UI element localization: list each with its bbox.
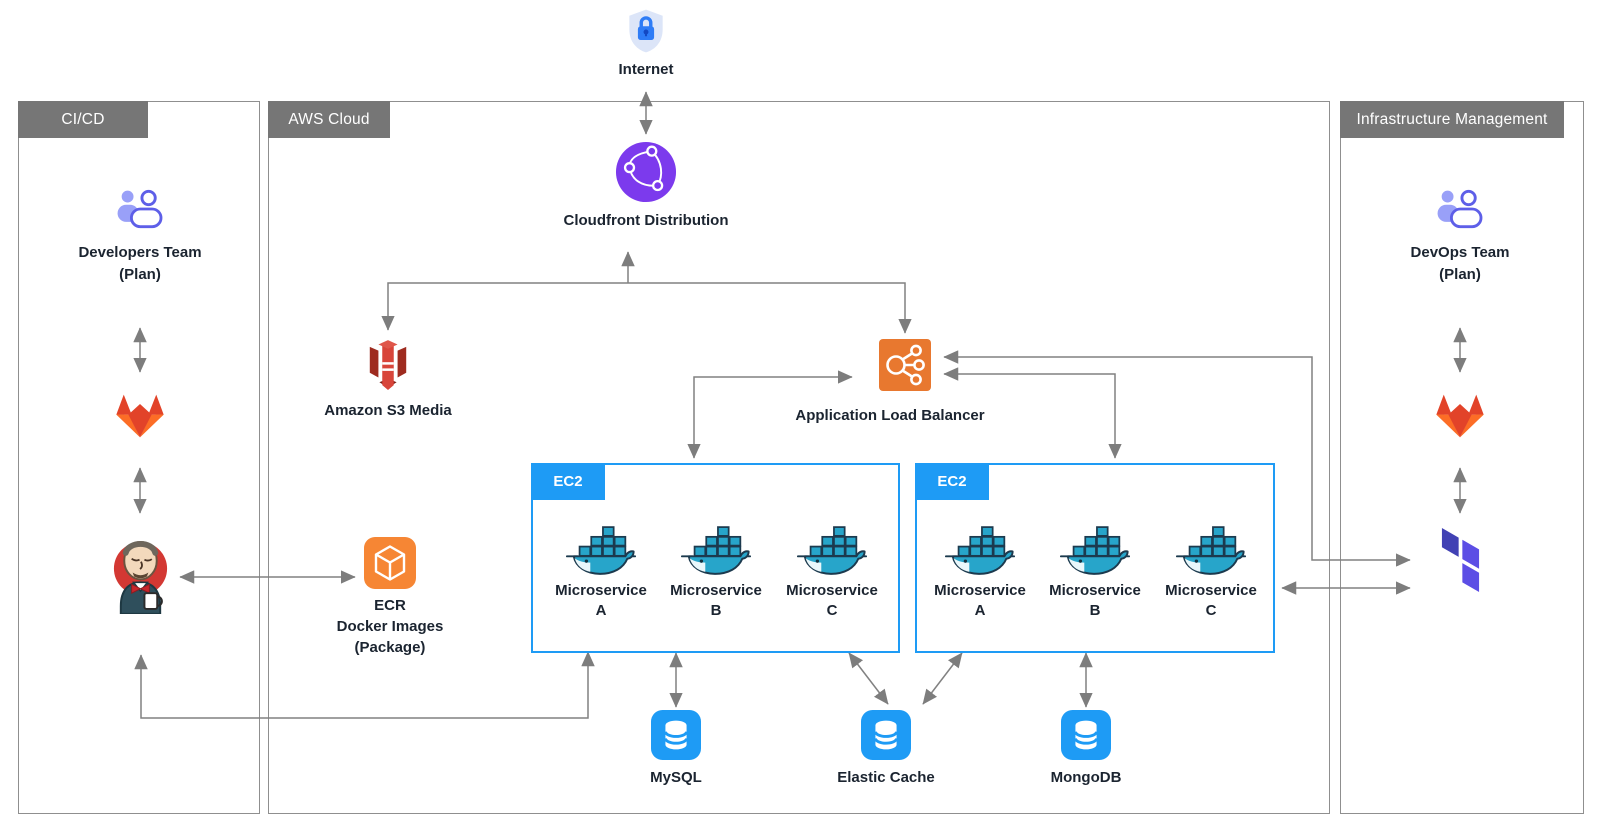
- internet-node: Internet: [586, 8, 706, 81]
- section-infrastructure-header: Infrastructure Management: [1340, 101, 1564, 138]
- mongodb-label: MongoDB: [1050, 769, 1122, 786]
- devops-team-node: DevOps Team (Plan): [1370, 188, 1550, 286]
- developers-team-label: Developers Team: [78, 244, 202, 261]
- ecr-label-line2: Docker Images: [336, 618, 444, 635]
- docker-whale-icon: [1059, 526, 1131, 575]
- docker-whale-icon: [565, 526, 637, 575]
- alb-label-node: Application Load Balancer: [760, 405, 1020, 427]
- mongodb-node: MongoDB: [1016, 710, 1156, 789]
- cloudfront-node: Cloudfront Distribution: [536, 141, 756, 232]
- s3-label: Amazon S3 Media: [324, 402, 452, 419]
- s3-node: Amazon S3 Media: [308, 339, 468, 422]
- gitlab-icon: [1436, 394, 1484, 438]
- cloudfront-icon: [615, 141, 677, 203]
- ecr-label-line3: (Package): [354, 639, 426, 656]
- s3-icon: [369, 340, 407, 390]
- gitlab-node-right: [1434, 393, 1486, 445]
- jenkins-icon: [109, 531, 172, 614]
- mongodb-database-icon: [1061, 710, 1111, 760]
- cloudfront-label: Cloudfront Distribution: [563, 212, 729, 229]
- docker-whale-icon: [944, 526, 1016, 575]
- section-aws-cloud-header: AWS Cloud: [268, 101, 390, 138]
- mysql-database-icon: [651, 710, 701, 760]
- ec2-left-tab: EC2: [531, 463, 605, 500]
- gitlab-node-left: [114, 393, 166, 445]
- docker-whale-icon: [1175, 526, 1247, 575]
- docker-whale-icon: [680, 526, 752, 575]
- elastic-cache-node: Elastic Cache: [816, 710, 956, 789]
- load-balancer-icon: [877, 337, 933, 393]
- team-icon: [116, 189, 163, 229]
- ec2-right-tab: EC2: [915, 463, 989, 500]
- mysql-node: MySQL: [606, 710, 746, 789]
- section-cicd-title: CI/CD: [61, 110, 105, 128]
- devops-team-label: DevOps Team: [1410, 244, 1510, 261]
- terraform-icon: [1441, 527, 1480, 593]
- section-aws-cloud-box: AWS Cloud: [268, 101, 1330, 814]
- jenkins-node: [109, 531, 172, 619]
- developers-team-sublabel: (Plan): [119, 265, 161, 283]
- terraform-node: [1441, 527, 1480, 598]
- section-cicd-header: CI/CD: [18, 101, 148, 138]
- developers-team-node: Developers Team (Plan): [50, 188, 230, 286]
- docker-whale-icon: [796, 526, 868, 575]
- section-aws-cloud-title: AWS Cloud: [288, 110, 370, 128]
- mysql-label: MySQL: [650, 769, 702, 786]
- elastic-cache-database-icon: [861, 710, 911, 760]
- section-infrastructure-title: Infrastructure Management: [1356, 110, 1548, 128]
- team-icon: [1436, 189, 1483, 229]
- elastic-cache-label: Elastic Cache: [837, 769, 935, 786]
- ecr-icon: [364, 537, 416, 589]
- alb-label: Application Load Balancer: [795, 407, 985, 424]
- shield-lock-icon: [627, 8, 665, 54]
- devops-team-sublabel: (Plan): [1439, 265, 1481, 283]
- alb-icon: [877, 337, 933, 396]
- ecr-node: ECR Docker Images (Package): [310, 537, 470, 658]
- gitlab-icon: [116, 394, 164, 438]
- internet-label: Internet: [618, 61, 674, 78]
- ec2-left-title: EC2: [553, 473, 583, 490]
- ec2-right-title: EC2: [937, 473, 967, 490]
- ecr-label-line1: ECR: [374, 597, 406, 614]
